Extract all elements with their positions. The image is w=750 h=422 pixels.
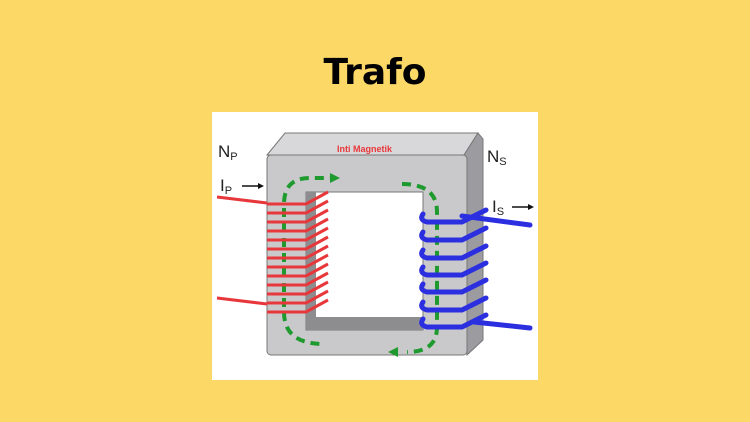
svg-text:IP: IP (220, 176, 232, 197)
svg-text:IS: IS (492, 197, 504, 218)
primary-coil (216, 190, 329, 314)
primary-current-label: IP (220, 176, 264, 197)
magnetic-core (265, 132, 484, 357)
secondary-current-label: IS (492, 197, 534, 218)
svg-text:NS: NS (487, 147, 507, 168)
svg-text:NP: NP (218, 142, 238, 163)
flux-arrow-icon (330, 173, 340, 183)
secondary-turns-label: NS (487, 147, 507, 168)
primary-turns-label: NP (218, 142, 238, 163)
transformer-diagram: Inti Magnetik NP IP NS IS (212, 112, 538, 380)
magnetic-flux-path (282, 176, 439, 354)
core-label: Inti Magnetik (337, 144, 393, 154)
flux-arrow-icon (388, 347, 398, 357)
page-title: Trafo (323, 52, 427, 93)
secondary-coil (419, 207, 533, 331)
